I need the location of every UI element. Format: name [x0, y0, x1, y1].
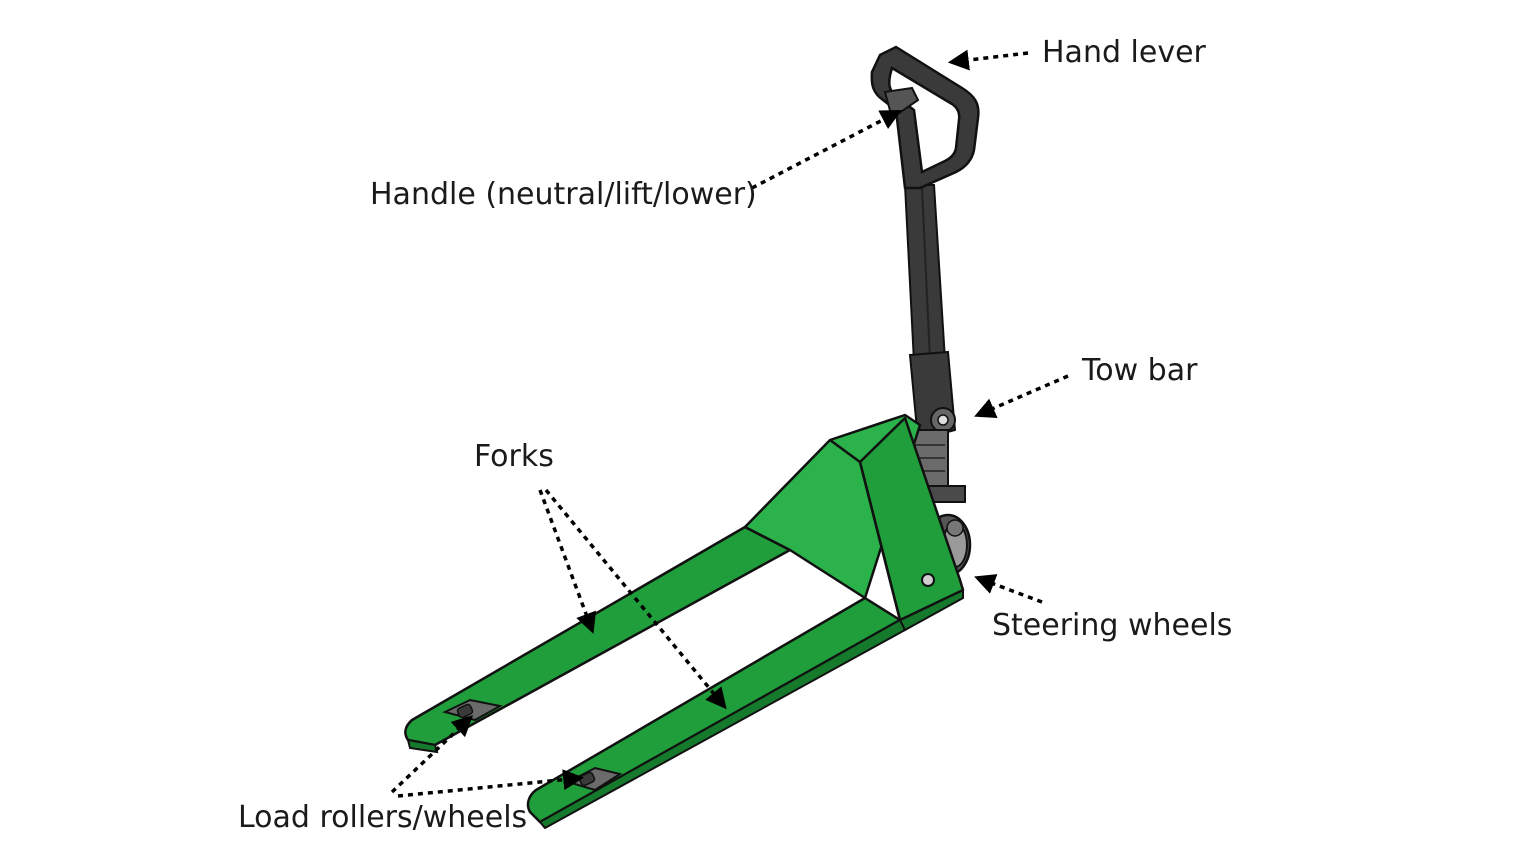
label-load-rollers: Load rollers/wheels	[238, 800, 528, 835]
leader-load-right	[397, 769, 585, 798]
leader-hand-lever	[947, 49, 1029, 71]
leader-steering	[974, 574, 1043, 604]
leader-lines	[390, 49, 1069, 798]
label-steering-wheels: Steering wheels	[992, 608, 1233, 643]
leader-forks-right	[544, 488, 727, 710]
leader-handle	[751, 110, 902, 190]
body-bolt	[921, 573, 935, 587]
leader-forks-left	[538, 489, 596, 634]
label-forks: Forks	[474, 439, 554, 474]
right-fork	[526, 596, 902, 824]
leader-load-left	[390, 715, 474, 794]
label-hand-lever: Hand lever	[1042, 35, 1206, 70]
pallet-jack-body	[404, 413, 965, 830]
leader-tow-bar	[974, 374, 1069, 418]
label-tow-bar: Tow bar	[1082, 353, 1198, 388]
label-handle: Handle (neutral/lift/lower)	[370, 177, 757, 212]
